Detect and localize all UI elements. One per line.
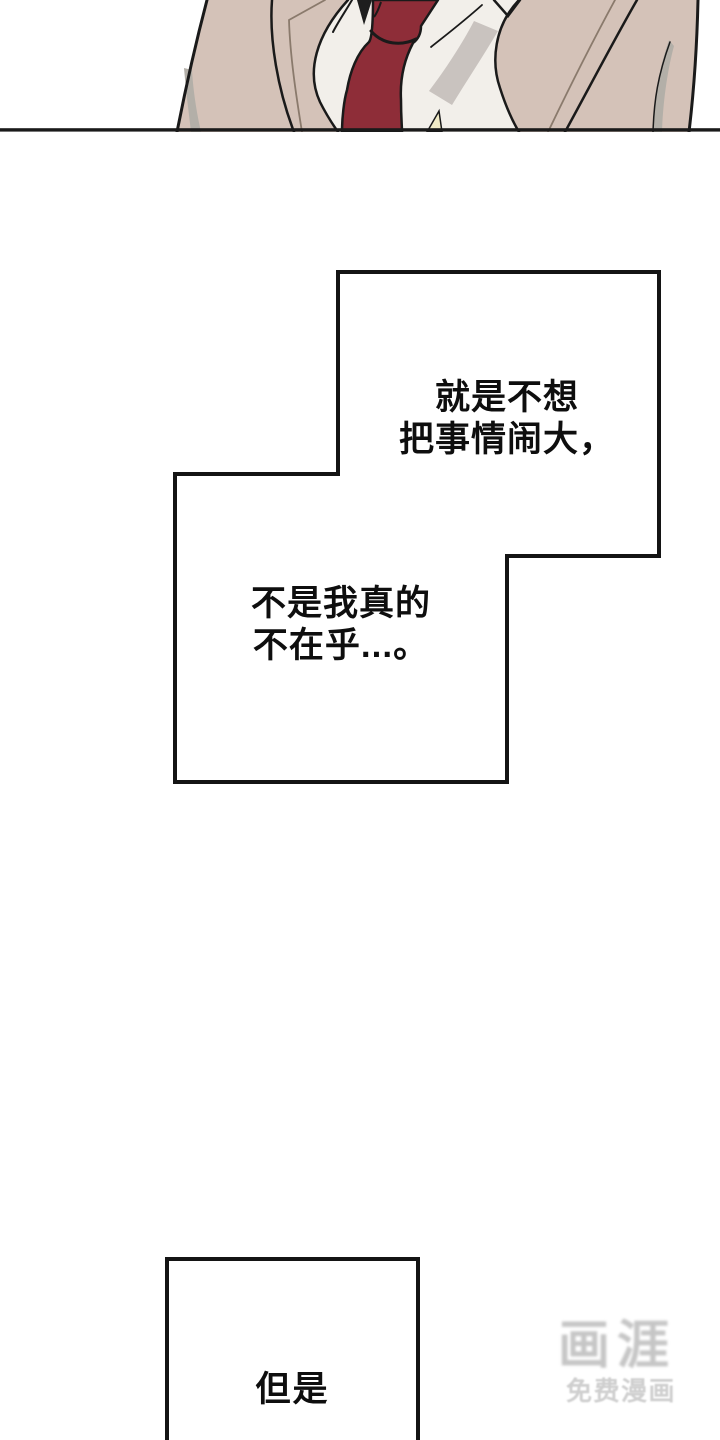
speech-text-2: 不是我真的 不在乎...。 bbox=[175, 583, 507, 667]
right-shadow-edge bbox=[652, 41, 671, 132]
collar-crease bbox=[430, 4, 483, 48]
speech-text-2-line-2: 不在乎...。 bbox=[252, 626, 430, 665]
left-collar-line bbox=[332, 0, 353, 33]
speech-text-1: 就是不想 把事情闹大， bbox=[347, 377, 667, 461]
tie-knot-line bbox=[369, 29, 418, 45]
jacket-right-shadow bbox=[653, 40, 674, 132]
speech-bubble-1-outline bbox=[173, 270, 661, 784]
left-lapel-fold bbox=[270, 0, 296, 132]
left-lapel-crease bbox=[288, 0, 326, 132]
jacket-left-outline bbox=[175, 0, 209, 132]
collar-notch bbox=[492, 0, 522, 18]
left-shirt-edge bbox=[312, 0, 350, 132]
speech-text-2-line-1: 不是我真的 bbox=[250, 584, 431, 623]
collar-shadow bbox=[429, 21, 498, 105]
panel-border-line bbox=[0, 128, 720, 132]
right-lapel-crease bbox=[547, 0, 616, 132]
tie-shape bbox=[340, 0, 440, 132]
vest-peek bbox=[426, 108, 443, 132]
speech-text-1-line-1: 就是不想 bbox=[434, 378, 579, 417]
jacket-right-outline bbox=[687, 0, 700, 132]
tie-fold-line bbox=[373, 1, 382, 18]
speech-bubble-2: 但是 bbox=[165, 1257, 420, 1440]
speech-text-3: 但是 bbox=[255, 1370, 330, 1409]
right-seam-line bbox=[563, 0, 639, 132]
speech-text-1-line-2: 把事情闹大， bbox=[398, 420, 615, 459]
right-lapel-edge bbox=[494, 0, 521, 132]
collar-gap bbox=[357, 0, 372, 25]
character-artwork bbox=[0, 0, 720, 132]
